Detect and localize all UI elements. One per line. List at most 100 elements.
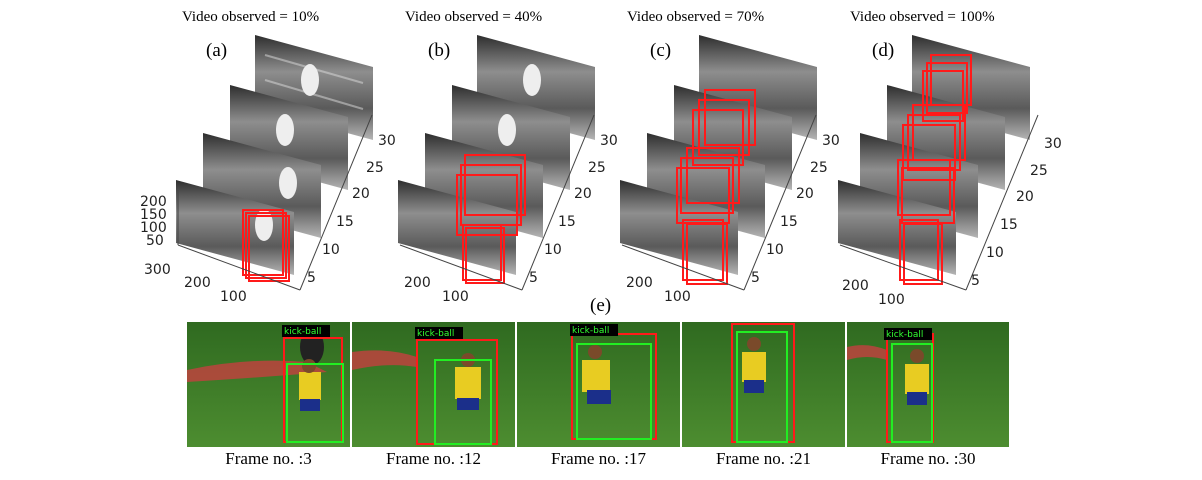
panel-a-stack: 30 25 20 15 10 5 200 150 100 50 300 200 …: [140, 35, 396, 305]
frame-caption-4: Frame no. :21: [716, 449, 811, 468]
action-tag: kick-ball: [417, 329, 454, 339]
svg-text:10: 10: [766, 242, 784, 258]
svg-text:100: 100: [442, 289, 469, 305]
svg-text:30: 30: [378, 133, 396, 149]
tube-stack-panels: 30 25 20 15 10 5 200 150 100 50 300 200 …: [140, 35, 1062, 308]
panel-d-title: Video observed = 100%: [850, 9, 995, 25]
player-figure: [582, 345, 611, 404]
frame-slice: [838, 180, 956, 275]
player-figure: [905, 349, 929, 405]
svg-text:5: 5: [529, 270, 538, 286]
axis-lines: [177, 114, 373, 291]
height-axis-ticks: 200 150 100 50: [140, 194, 167, 249]
panel-c-label: (c): [650, 40, 672, 61]
svg-text:100: 100: [878, 292, 905, 308]
action-box: [434, 359, 492, 445]
frame-caption-5: Frame no. :30: [880, 449, 976, 468]
svg-text:200: 200: [404, 275, 431, 291]
frame-axis-ticks: 30 25 20 15 10 5: [971, 136, 1062, 289]
action-box: [736, 331, 788, 443]
action-tag: kick-ball: [886, 330, 923, 340]
svg-text:10: 10: [986, 245, 1004, 261]
width-axis-ticks: 200 100: [842, 278, 905, 308]
film-frame-4: [682, 322, 845, 447]
axis-lines: [399, 114, 595, 291]
film-frame-3: kick-ball: [517, 322, 680, 447]
frame-slice: [620, 180, 738, 275]
svg-text:25: 25: [588, 160, 606, 176]
action-box: [891, 343, 933, 443]
frame-caption-2: Frame no. :12: [386, 449, 481, 468]
svg-text:50: 50: [146, 233, 164, 249]
svg-text:30: 30: [600, 133, 618, 149]
frame-caption-3: Frame no. :17: [551, 449, 646, 468]
svg-text:5: 5: [307, 270, 316, 286]
filmstrip: kick-ball kick-ball: [187, 322, 1009, 447]
panel-d-label: (d): [872, 40, 895, 61]
svg-text:20: 20: [574, 186, 592, 202]
panel-c-title: Video observed = 70%: [627, 9, 765, 25]
action-tag: kick-ball: [284, 327, 321, 337]
film-frame-2: kick-ball: [352, 322, 515, 447]
panel-a-title: Video observed = 10%: [182, 9, 320, 25]
detection-tube: [456, 154, 526, 284]
frame-axis-ticks: 30 25 20 15 10 5: [307, 133, 396, 286]
film-frame-5: kick-ball: [847, 322, 1009, 447]
svg-text:5: 5: [971, 273, 980, 289]
svg-text:25: 25: [366, 160, 384, 176]
svg-text:10: 10: [544, 242, 562, 258]
tag-background: [884, 328, 932, 340]
frame-dividers: [350, 322, 847, 447]
svg-text:100: 100: [664, 289, 691, 305]
svg-text:5: 5: [751, 270, 760, 286]
action-box: [286, 363, 344, 443]
svg-text:15: 15: [336, 214, 354, 230]
svg-text:15: 15: [1000, 217, 1018, 233]
detection-tube: [242, 209, 290, 282]
svg-text:30: 30: [822, 133, 840, 149]
panel-b-stack: 30 25 20 15 10 5 200 100: [398, 35, 618, 305]
svg-text:200: 200: [842, 278, 869, 294]
svg-text:200: 200: [140, 194, 167, 210]
panel-d-stack: 30 25 20 15 10 5 200 100: [838, 35, 1062, 308]
svg-text:200: 200: [626, 275, 653, 291]
tag-background: [282, 325, 330, 337]
panel-b-title: Video observed = 40%: [405, 9, 543, 25]
player-figure: [742, 337, 766, 393]
action-tag: kick-ball: [572, 326, 609, 336]
frame-axis-ticks: 30 25 20 15 10 5: [529, 133, 618, 286]
svg-text:15: 15: [558, 214, 576, 230]
frame-axis-ticks: 30 25 20 15 10 5: [751, 133, 840, 286]
svg-text:15: 15: [780, 214, 798, 230]
filmstrip-frames: kick-ball kick-ball: [187, 322, 1009, 447]
svg-text:25: 25: [810, 160, 828, 176]
svg-text:100: 100: [140, 220, 167, 236]
svg-text:150: 150: [140, 207, 167, 223]
detection-tube: [676, 89, 756, 285]
tag-background: [570, 324, 618, 336]
axis-lines: [621, 114, 817, 291]
svg-text:20: 20: [352, 186, 370, 202]
svg-text:300: 300: [144, 262, 171, 278]
svg-text:100: 100: [220, 289, 247, 305]
width-axis-ticks: 200 100: [626, 275, 691, 305]
frame-caption-1: Frame no. :3: [225, 449, 312, 468]
panel-b-label: (b): [428, 40, 451, 61]
detection-tube: [897, 54, 972, 285]
width-axis-ticks: 200 100: [404, 275, 469, 305]
axis-lines: [839, 114, 1039, 291]
svg-text:25: 25: [1030, 163, 1048, 179]
film-frame-1: kick-ball: [187, 322, 350, 447]
svg-text:10: 10: [322, 242, 340, 258]
svg-text:20: 20: [1016, 189, 1034, 205]
svg-text:30: 30: [1044, 136, 1062, 152]
filmstrip-label: (e): [590, 295, 612, 316]
width-axis-ticks: 300 200 100: [144, 262, 247, 305]
svg-text:200: 200: [184, 275, 211, 291]
action-box: [576, 343, 652, 440]
svg-text:20: 20: [796, 186, 814, 202]
player-figure: [299, 359, 321, 411]
panel-a-label: (a): [206, 40, 228, 61]
panel-c-stack: 30 25 20 15 10 5 200 100: [620, 35, 840, 305]
tag-background: [415, 327, 463, 339]
